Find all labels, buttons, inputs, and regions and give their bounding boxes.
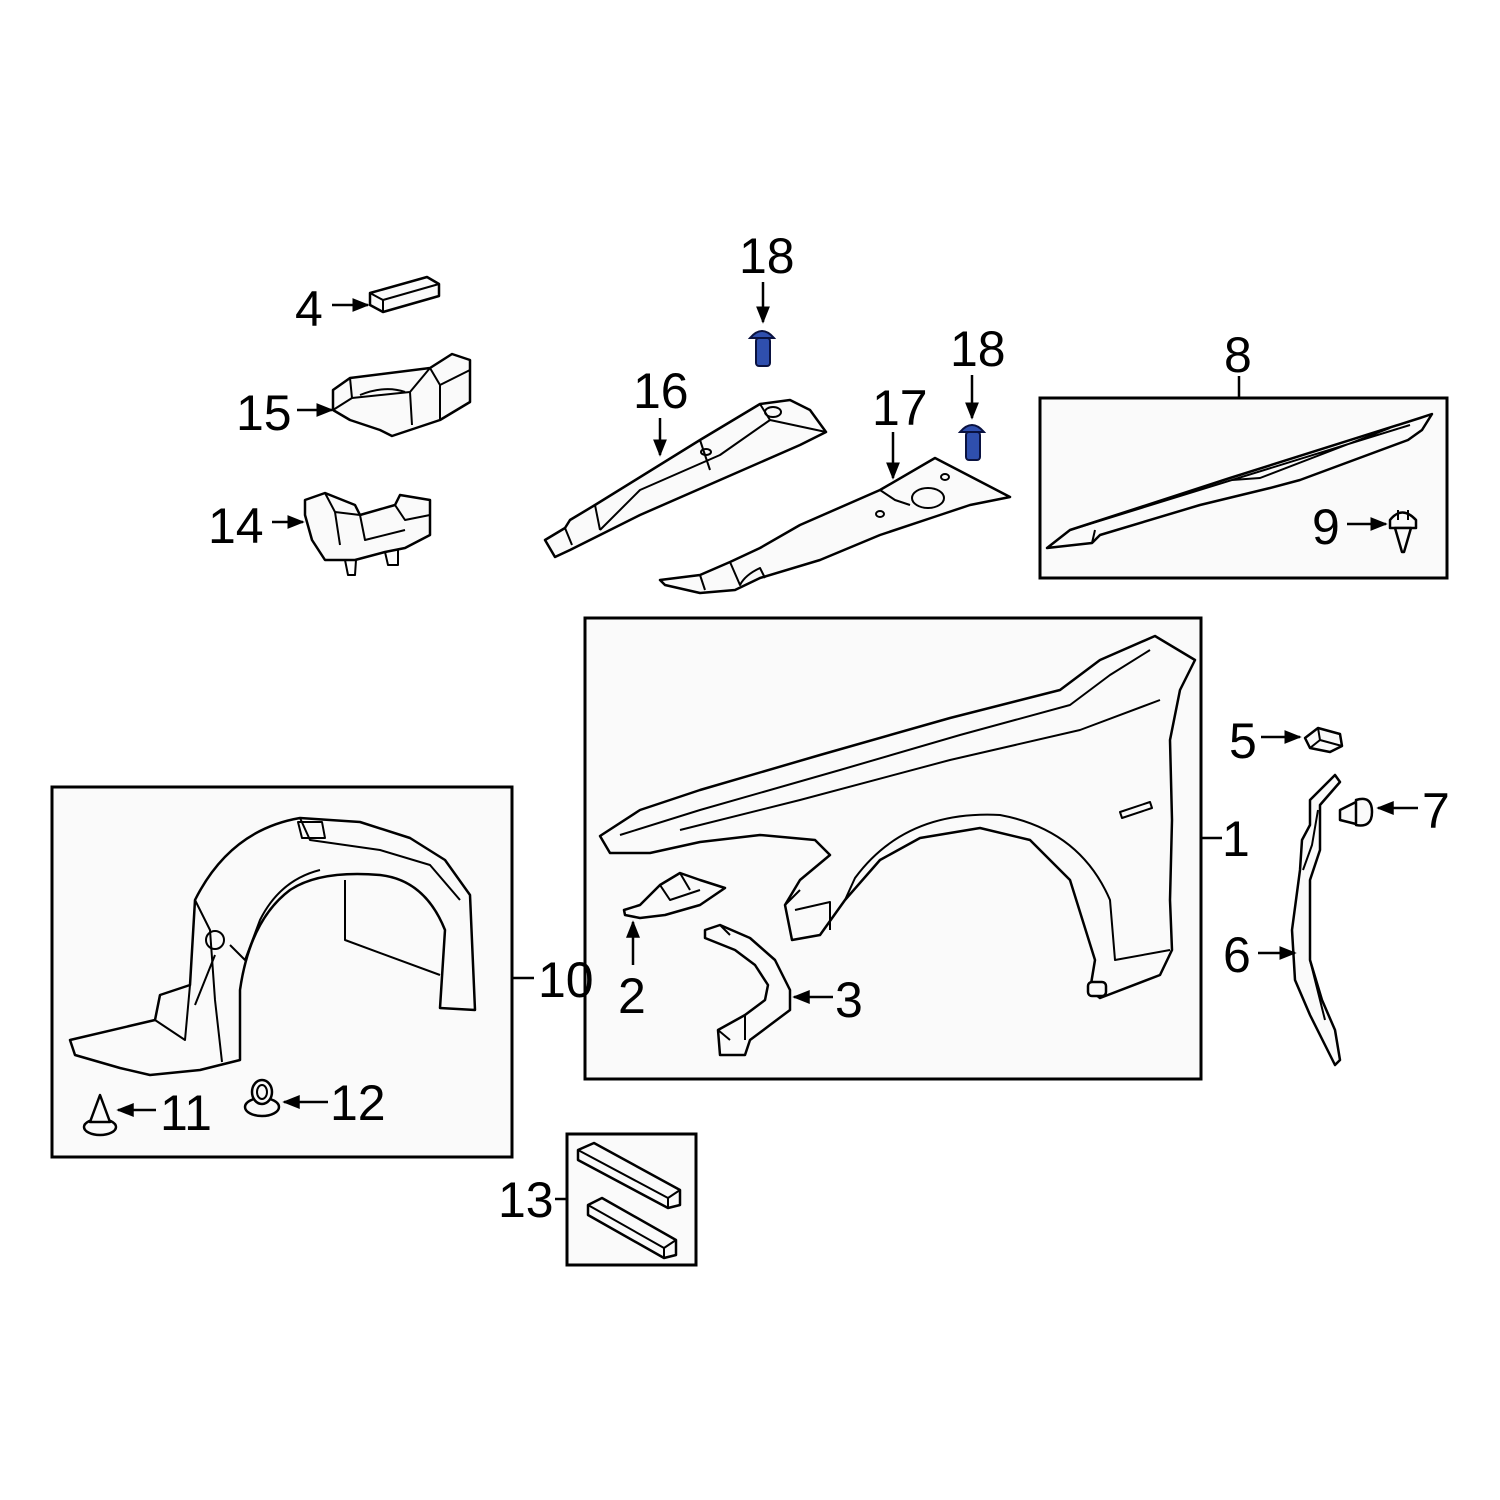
callout-13: 13 — [498, 1172, 554, 1228]
part-14-bracket — [303, 491, 432, 576]
part-2-bracket — [622, 871, 727, 920]
part-8-moulding — [1045, 412, 1434, 550]
part-4-block — [368, 275, 441, 314]
callout-2: 2 — [618, 968, 646, 1024]
part-18-clip-a — [747, 330, 777, 367]
part-11-clip — [82, 1093, 118, 1137]
callout-labels: 4 15 14 18 16 18 17 8 9 5 7 1 6 10 2 3 1… — [160, 228, 1450, 1228]
callout-9: 9 — [1312, 499, 1340, 555]
callout-14: 14 — [208, 498, 264, 554]
callout-16: 16 — [633, 363, 689, 419]
part-18-clip-b — [957, 424, 987, 461]
callout-1: 1 — [1222, 811, 1250, 867]
callout-6: 6 — [1223, 927, 1251, 983]
part-13-pads — [576, 1141, 682, 1260]
part-7-clip — [1338, 797, 1374, 827]
part-5-pad — [1303, 726, 1344, 754]
callout-17: 17 — [872, 380, 928, 436]
callout-4: 4 — [295, 281, 323, 337]
part-17-reinforcement — [658, 456, 1012, 595]
callout-11: 11 — [160, 1085, 212, 1141]
callout-10: 10 — [538, 952, 594, 1008]
callout-5: 5 — [1229, 713, 1257, 769]
callout-12: 12 — [330, 1075, 386, 1131]
callout-3: 3 — [835, 972, 863, 1028]
callout-7: 7 — [1422, 783, 1450, 839]
part-9-clip — [1388, 510, 1418, 554]
leader-lines — [116, 282, 1418, 1201]
part-3-seal — [703, 923, 792, 1057]
callout-15: 15 — [236, 385, 292, 441]
callout-18a: 18 — [739, 228, 795, 284]
part-16-reinforcement — [543, 398, 828, 559]
part-15-duct — [331, 352, 472, 438]
part-1-fender — [598, 634, 1197, 1000]
callout-8: 8 — [1224, 327, 1252, 383]
part-12-grommet — [243, 1078, 281, 1118]
callout-18b: 18 — [950, 321, 1006, 377]
part-6-seal — [1290, 773, 1342, 1067]
part-10-liner — [68, 816, 477, 1077]
